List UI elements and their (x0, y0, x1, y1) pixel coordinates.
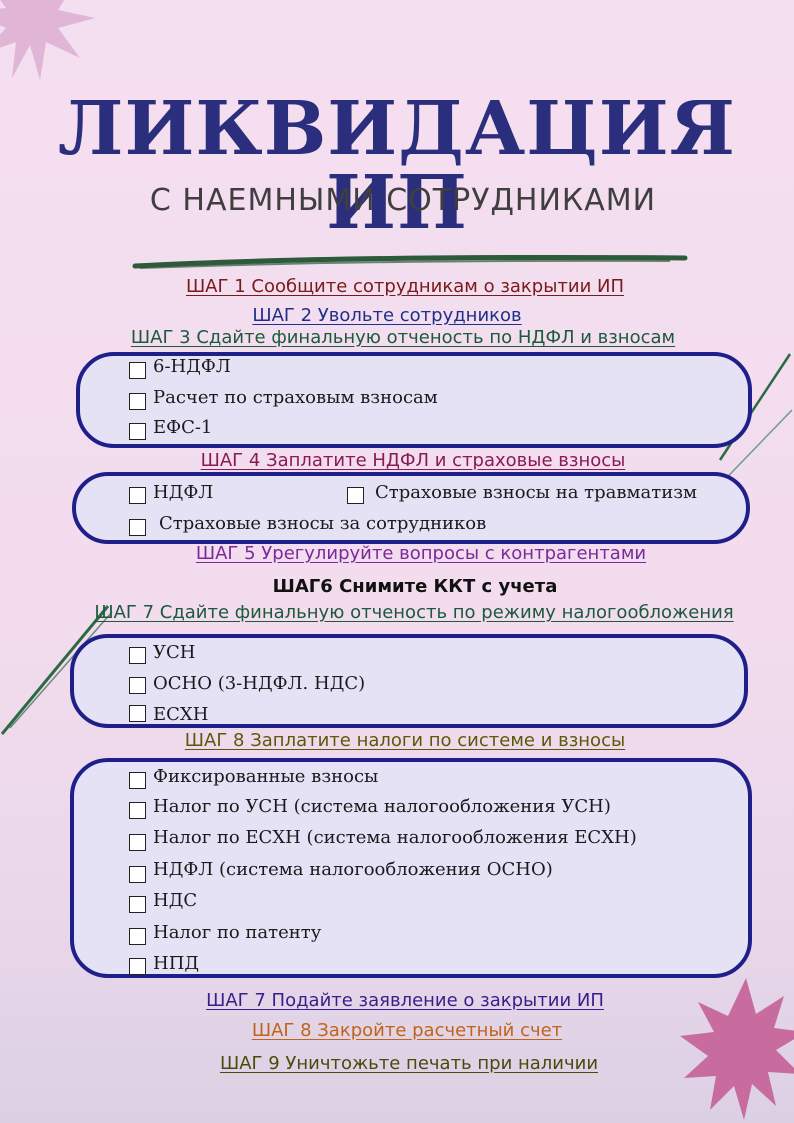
checkbox[interactable] (129, 705, 146, 722)
checkbox[interactable] (129, 393, 146, 410)
checkbox[interactable] (129, 958, 146, 975)
checklist-item: НДФЛ (система налогообложения ОСНО) (153, 859, 553, 880)
checkbox[interactable] (129, 928, 146, 945)
step-2: ШАГ 2 Увольте сотрудников (252, 305, 522, 326)
checkbox[interactable] (129, 896, 146, 913)
step-4: ШАГ 4 Заплатите НДФЛ и страховые взносы (200, 450, 626, 471)
checkbox[interactable] (129, 647, 146, 664)
starburst-top-left-icon (0, 0, 95, 80)
step-1: ШАГ 1 Сообщите сотрудникам о закрытии ИП (185, 276, 625, 297)
step-10: ШАГ 8 Закройте расчетный счет (251, 1020, 563, 1041)
checklist-item: НДФЛ (153, 482, 214, 503)
checkbox[interactable] (129, 423, 146, 440)
payments-checklist: НДФЛ Страховые взносы на травматизм Стра… (72, 472, 750, 544)
step-7: ШАГ 7 Сдайте финальную отченость по режи… (94, 602, 734, 623)
step-11: ШАГ 9 Уничтожьте печать при наличии (219, 1053, 599, 1074)
brush-stroke-icon (132, 254, 688, 269)
diagonal-stroke-left-icon (0, 605, 113, 735)
checklist-item: Налог по УСН (система налогообложения УС… (153, 796, 611, 817)
starburst-bottom-right-icon (680, 978, 794, 1120)
checklist-item: УСН (153, 642, 196, 663)
page-title: ЛИКВИДАЦИЯ ИП (58, 86, 736, 246)
checklist-item: ЕСХН (153, 704, 209, 725)
checklist-item: ОСНО (3-НДФЛ. НДС) (153, 673, 366, 694)
checkbox[interactable] (129, 677, 146, 694)
checkbox[interactable] (129, 487, 146, 504)
checkbox[interactable] (129, 772, 146, 789)
step-5: ШАГ 5 Урегулируйте вопросы с контрагента… (195, 543, 647, 564)
step-6: ШАГ6 Снимите ККТ с учета (272, 576, 558, 597)
step-3: ШАГ 3 Сдайте финальную отченость по НДФЛ… (130, 327, 676, 348)
regime-reports-checklist: УСН ОСНО (3-НДФЛ. НДС) ЕСХН (70, 634, 748, 728)
checkbox[interactable] (129, 802, 146, 819)
checklist-item: Фиксированные взносы (153, 766, 379, 787)
taxes-checklist: Фиксированные взносы Налог по УСН (систе… (70, 758, 752, 978)
checkbox[interactable] (347, 487, 364, 504)
checkbox[interactable] (129, 362, 146, 379)
checkbox[interactable] (129, 834, 146, 851)
checklist-item: Страховые взносы за сотрудников (159, 513, 487, 534)
page-subtitle: С НАЕМНЫМИ СОТРУДНИКАМИ (149, 183, 657, 218)
checklist-item: 6-НДФЛ (153, 356, 231, 377)
step-9: ШАГ 7 Подайте заявление о закрытии ИП (206, 990, 604, 1011)
checklist-item: ЕФС-1 (153, 417, 213, 438)
checklist-item: Страховые взносы на травматизм (375, 482, 698, 503)
checklist-item: НПД (153, 953, 200, 974)
checklist-item: Налог по ЕСХН (система налогообложения Е… (153, 827, 637, 848)
checkbox[interactable] (129, 866, 146, 883)
checklist-item: Налог по патенту (153, 922, 322, 943)
step-8: ШАГ 8 Заплатите налоги по системе и взно… (184, 730, 626, 751)
checklist-item: Расчет по страховым взносам (153, 387, 438, 408)
checkbox[interactable] (129, 519, 146, 536)
checklist-item: НДС (153, 890, 198, 911)
ndfl-reports-checklist: 6-НДФЛ Расчет по страховым взносам ЕФС-1 (76, 352, 752, 448)
